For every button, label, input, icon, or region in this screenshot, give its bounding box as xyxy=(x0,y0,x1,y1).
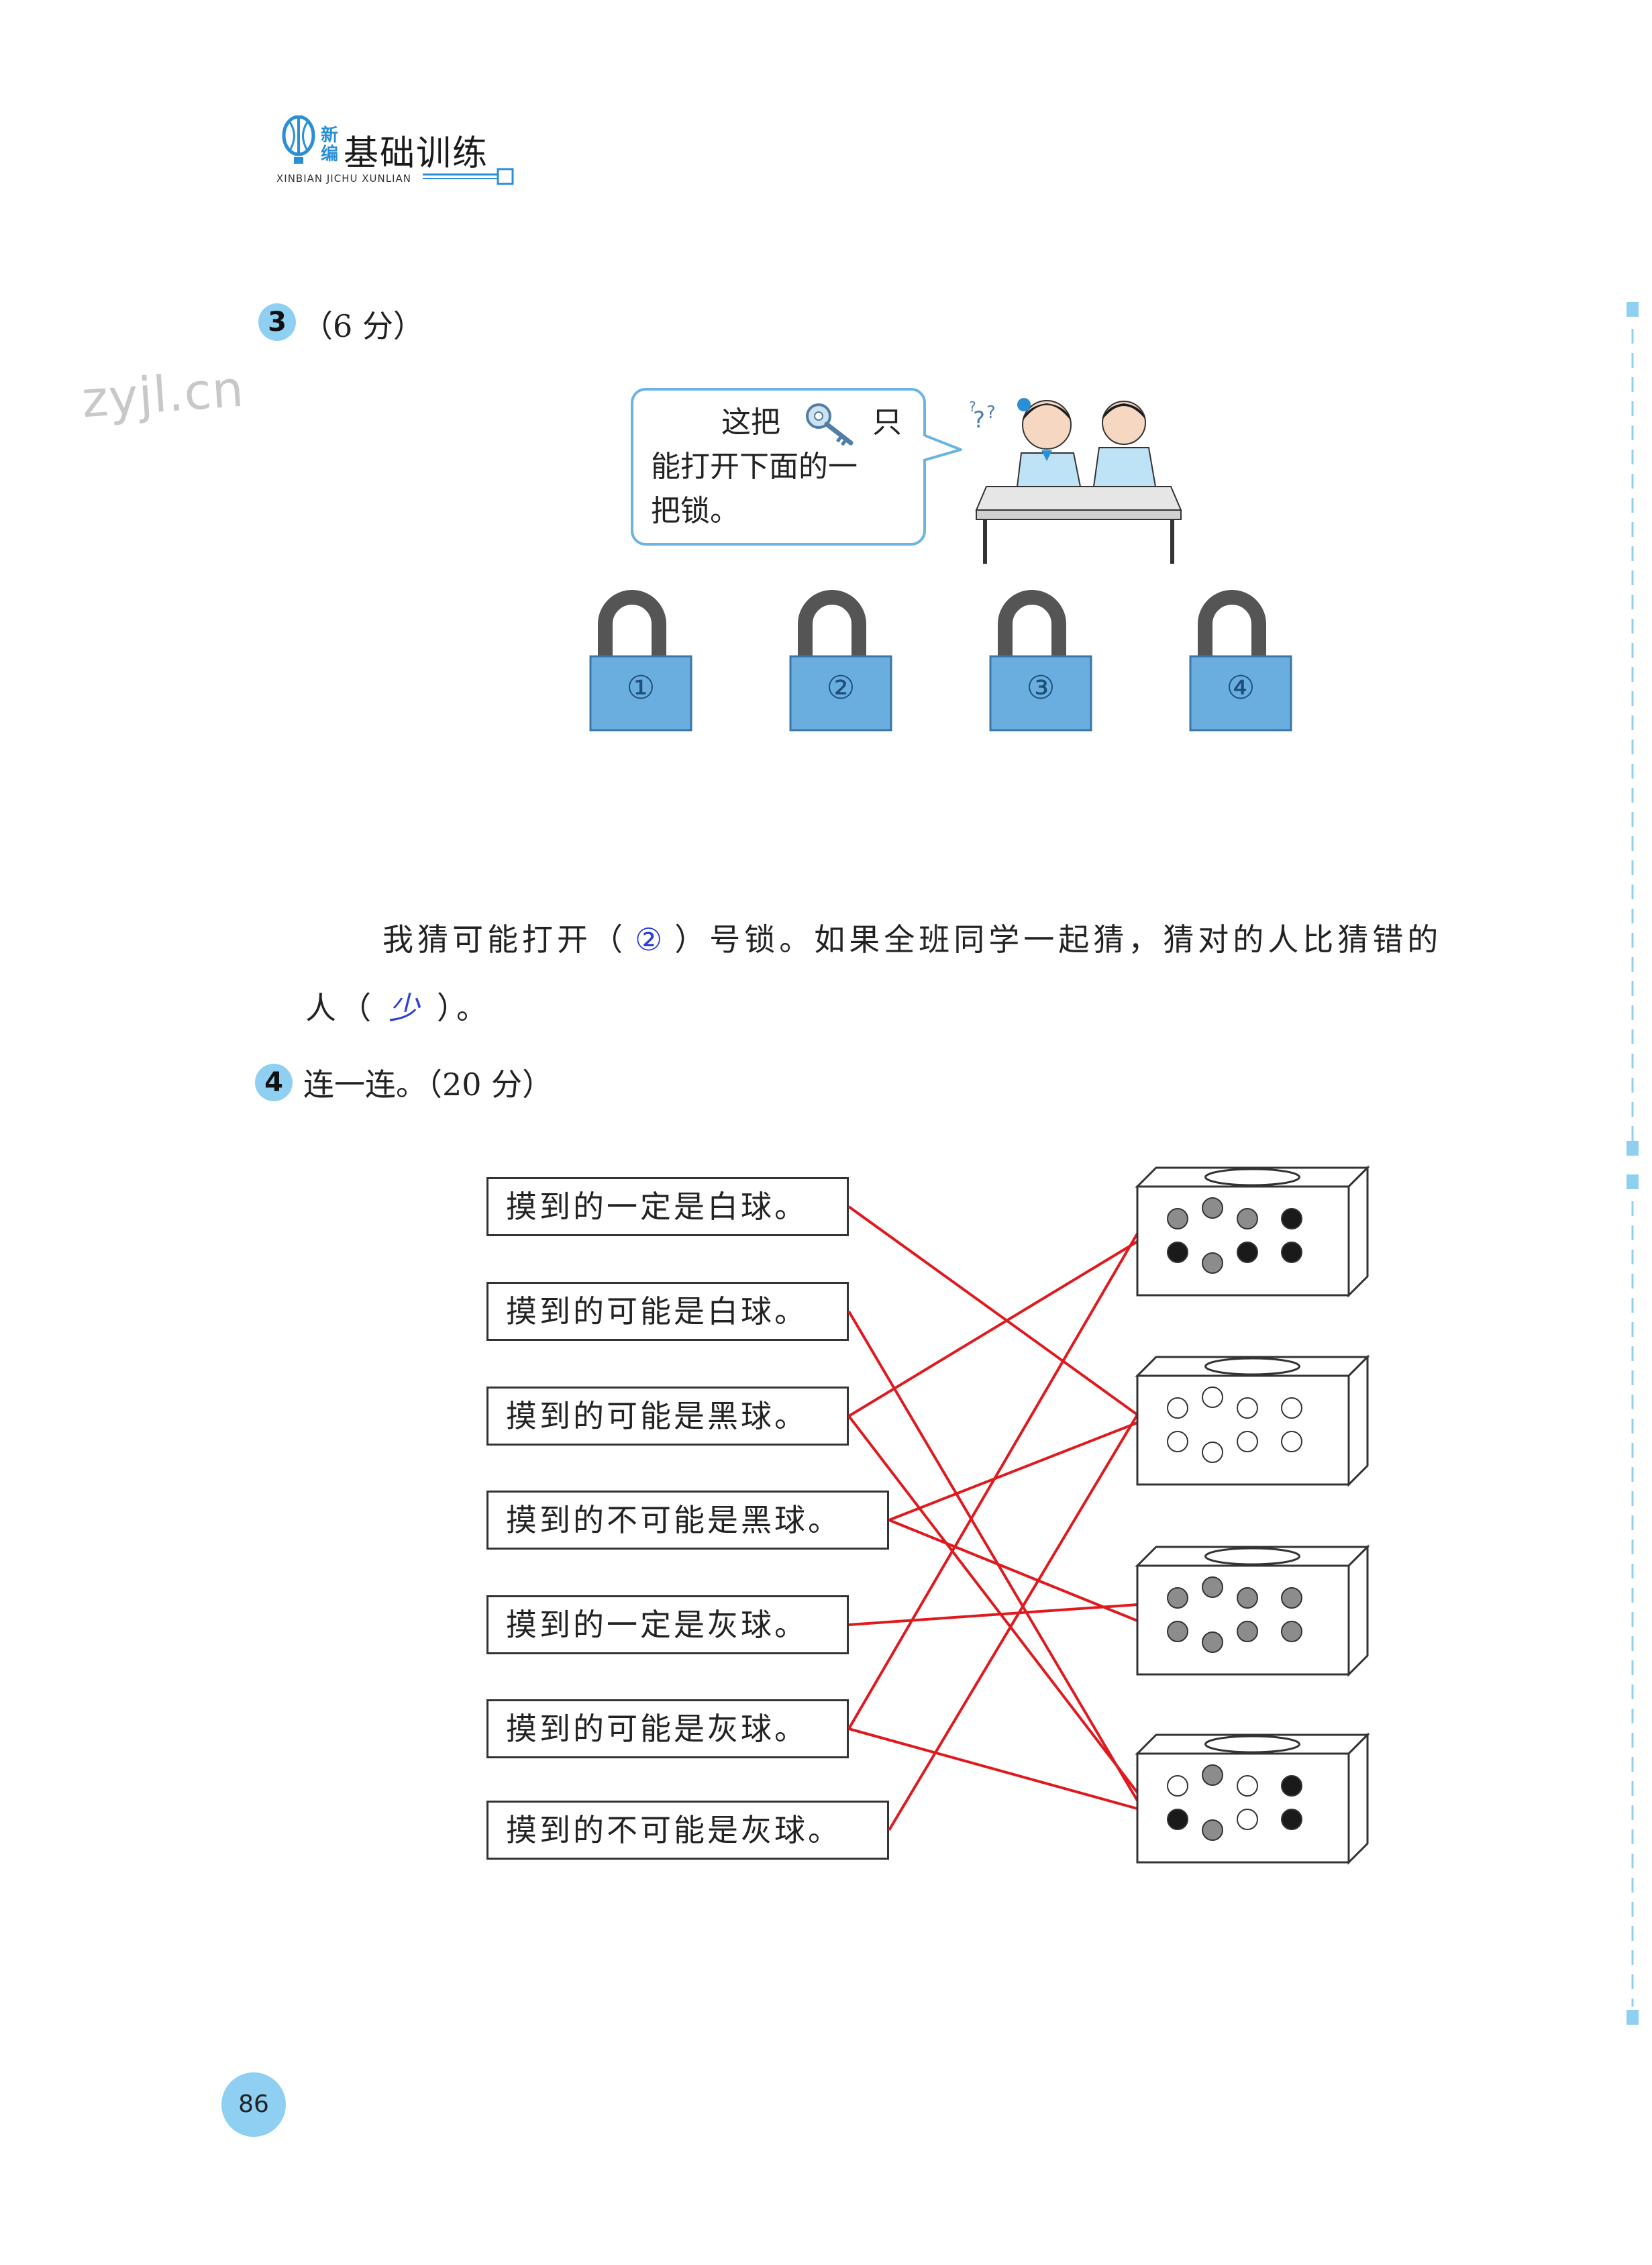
match-line xyxy=(847,1240,1139,1417)
gray-ball xyxy=(1167,1208,1188,1229)
white-ball xyxy=(1237,1809,1258,1830)
gray-ball xyxy=(1281,1621,1302,1642)
question-3-number: 3 xyxy=(258,303,296,341)
white-ball xyxy=(1167,1431,1188,1452)
speech-bubble xyxy=(631,388,926,546)
gray-ball xyxy=(1237,1208,1258,1229)
header-logo xyxy=(275,115,322,172)
option-1[interactable]: 摸到的一定是白球。 xyxy=(486,1177,849,1236)
brand-underline xyxy=(423,168,514,185)
gray-ball xyxy=(1202,1764,1223,1786)
match-line xyxy=(847,1205,1139,1416)
white-ball xyxy=(1202,1387,1223,1408)
ball-box-4[interactable] xyxy=(1135,1732,1370,1865)
lock-1 xyxy=(589,590,692,732)
black-ball xyxy=(1281,1775,1302,1797)
svg-text:?: ? xyxy=(969,399,976,415)
question-3-score: （6 分） xyxy=(302,308,424,344)
option-4[interactable]: 摸到的不可能是黑球。 xyxy=(486,1491,889,1550)
gray-ball xyxy=(1167,1621,1188,1642)
lock-3 xyxy=(989,590,1092,732)
black-ball xyxy=(1281,1809,1302,1830)
gray-ball xyxy=(1281,1587,1302,1609)
option-5[interactable]: 摸到的一定是灰球。 xyxy=(486,1595,849,1654)
balloon-icon xyxy=(282,115,315,164)
lock-4-label: ④ xyxy=(1226,669,1255,707)
match-line xyxy=(847,1232,1139,1730)
bubble-line-3: 把锁。 xyxy=(651,494,739,528)
white-ball xyxy=(1167,1397,1188,1419)
option-3[interactable]: 摸到的可能是黑球。 xyxy=(486,1387,849,1446)
match-line xyxy=(888,1519,1138,1622)
page-number: 86 xyxy=(221,2072,286,2137)
brand-subtitle: XINBIAN JICHU XUNLIAN xyxy=(276,172,411,185)
q3-sentence-part-1: 我猜可能打开（ xyxy=(382,921,627,958)
bubble-tail xyxy=(921,434,962,462)
margin-guide xyxy=(1627,302,1639,2025)
lock-2-label: ② xyxy=(826,669,856,707)
q3-sentence-part-2: ）号锁。如果全班同学一起猜，猜对的人比猜错的 xyxy=(674,921,1443,958)
match-line xyxy=(847,1310,1139,1802)
match-line xyxy=(888,1421,1138,1521)
svg-text:?: ? xyxy=(986,403,996,423)
white-ball xyxy=(1202,1442,1223,1463)
q3-sentence-line2-part-2: ）。 xyxy=(437,990,491,1026)
brand-title: 基础训练 xyxy=(344,134,489,174)
brand-xin: 新编 xyxy=(321,125,339,164)
black-ball xyxy=(1167,1242,1188,1263)
q3-sentence-line2-part-1: 人（ xyxy=(305,990,375,1026)
white-ball xyxy=(1237,1775,1258,1797)
bubble-line-2: 能打开下面的一 xyxy=(651,450,858,484)
bubble-line-1-end: 只 xyxy=(872,405,902,440)
white-ball xyxy=(1281,1397,1302,1419)
white-ball xyxy=(1167,1775,1188,1797)
lock-3-label: ③ xyxy=(1026,669,1055,707)
lock-2 xyxy=(789,590,892,732)
ball-box-3[interactable] xyxy=(1135,1544,1370,1677)
black-ball xyxy=(1281,1242,1302,1263)
key-icon xyxy=(806,403,854,446)
gray-ball xyxy=(1202,1197,1223,1219)
option-2[interactable]: 摸到的可能是白球。 xyxy=(486,1282,849,1341)
black-ball xyxy=(1237,1242,1258,1263)
bubble-line-1: 这把 xyxy=(721,405,780,440)
gray-ball xyxy=(1202,1576,1223,1598)
lock-4 xyxy=(1189,590,1292,732)
q3-answer-lock: ② xyxy=(635,921,667,958)
gray-ball xyxy=(1202,1631,1223,1653)
svg-text:?: ? xyxy=(973,407,985,434)
white-ball xyxy=(1237,1431,1258,1452)
option-6[interactable]: 摸到的可能是灰球。 xyxy=(486,1699,849,1758)
gray-ball xyxy=(1167,1587,1188,1609)
black-ball xyxy=(1167,1809,1188,1830)
q3-sentence-line-2: 人（ 少 ）。 xyxy=(305,984,491,1028)
locks-row xyxy=(589,590,1292,732)
match-line xyxy=(888,1413,1139,1831)
white-ball xyxy=(1237,1397,1258,1419)
match-line xyxy=(847,1415,1139,1794)
question-4-title: 连一连。（20 分） xyxy=(303,1066,554,1103)
black-ball xyxy=(1281,1208,1302,1229)
students-illustration: ? ? ? xyxy=(969,398,1182,564)
gray-ball xyxy=(1237,1621,1258,1642)
ball-box-1[interactable] xyxy=(1135,1165,1370,1298)
match-line xyxy=(848,1603,1138,1626)
question-4-number: 4 xyxy=(255,1064,293,1101)
gray-ball xyxy=(1237,1587,1258,1609)
q3-sentence-line-1: 我猜可能打开（②）号锁。如果全班同学一起猜，猜对的人比猜错的 xyxy=(382,915,1442,960)
q3-answer-fewer: 少 xyxy=(389,990,423,1026)
ball-box-2[interactable] xyxy=(1135,1354,1370,1487)
match-line xyxy=(848,1727,1138,1810)
gray-ball xyxy=(1202,1252,1223,1274)
option-7[interactable]: 摸到的不可能是灰球。 xyxy=(486,1801,889,1860)
lock-1-label: ① xyxy=(626,669,656,707)
white-ball xyxy=(1281,1431,1302,1452)
gray-ball xyxy=(1202,1819,1223,1841)
